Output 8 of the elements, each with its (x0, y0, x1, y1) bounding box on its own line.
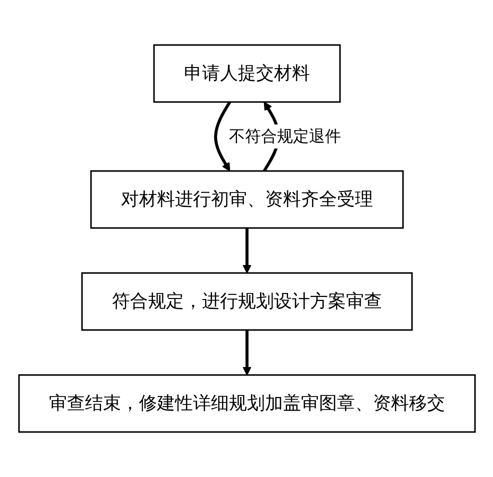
node-box: 审查结束，修建性详细规划加盖审图章、资料移交 (18, 374, 476, 433)
node-box: 申请人提交材料 (152, 44, 340, 103)
arrow (242, 330, 251, 376)
arrow (242, 228, 251, 274)
edge-label: 不符合规定退件 (228, 126, 340, 146)
node-box: 对材料进行初审、资料齐全受理 (90, 170, 404, 229)
node-box: 符合规定，进行规划设计方案审查 (80, 272, 412, 331)
arrow (214, 101, 231, 172)
